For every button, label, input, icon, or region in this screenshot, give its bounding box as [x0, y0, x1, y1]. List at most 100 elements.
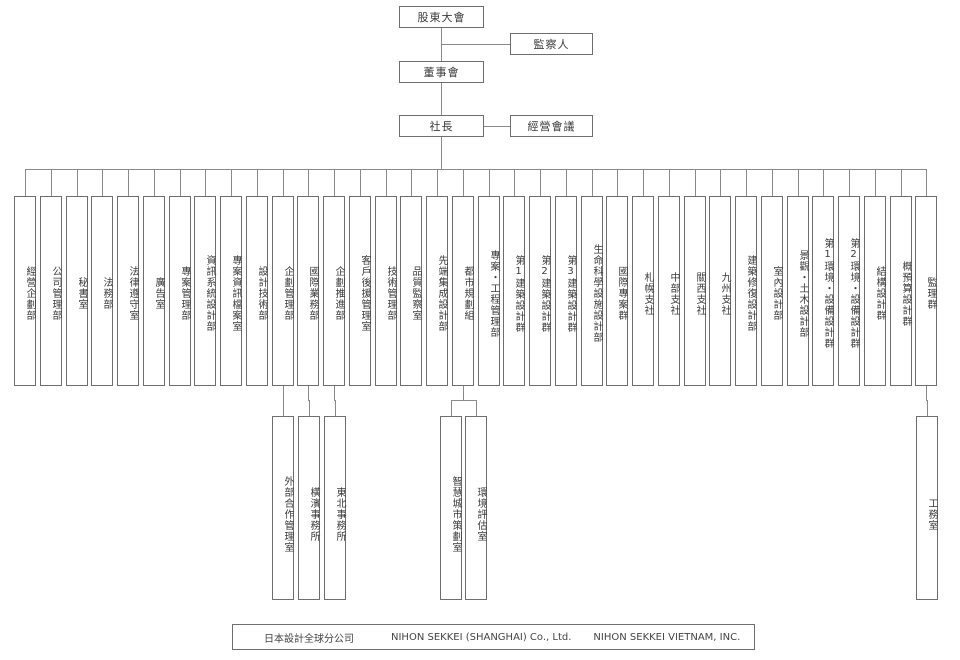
- department-box: 專案資訊檔案室: [220, 196, 242, 386]
- department-box: 企劃推進部: [323, 196, 345, 386]
- connector-line: [441, 44, 510, 45]
- sub-unit-label: 外部合作管理室: [282, 475, 293, 553]
- connector-line: [926, 386, 927, 400]
- connector-line: [463, 169, 464, 196]
- connector-line: [360, 169, 361, 196]
- connector-line: [463, 386, 464, 400]
- department-box: 第1建築設計群: [503, 196, 525, 386]
- department-box: 第1環境・設備設計群: [812, 196, 834, 386]
- department-label: 國際專案群: [616, 266, 627, 321]
- department-box: 客戶後援管理室: [349, 196, 371, 386]
- connector-line: [231, 169, 232, 196]
- connector-line: [489, 169, 490, 196]
- connector-line: [411, 169, 412, 196]
- department-label: 結構設計群: [874, 266, 885, 321]
- department-box: 專案・工程管理部: [478, 196, 500, 386]
- department-box: 國際業務部: [297, 196, 319, 386]
- connector-line: [309, 400, 310, 416]
- sub-unit-box: 外部合作管理室: [272, 416, 294, 600]
- shareholders-box: 股東大會: [399, 6, 484, 28]
- connector-line: [746, 169, 747, 196]
- department-box: 監理群: [915, 196, 937, 386]
- connector-line: [566, 169, 567, 196]
- connector-line: [441, 83, 442, 115]
- connector-line: [77, 169, 78, 196]
- connector-line: [484, 126, 510, 127]
- connector-line: [437, 169, 438, 196]
- connector-line: [540, 169, 541, 196]
- department-box: 第3建築設計群: [555, 196, 577, 386]
- connector-line: [257, 169, 258, 196]
- connector-line: [334, 169, 335, 196]
- department-label: 監理群: [925, 277, 936, 310]
- connector-line: [308, 386, 309, 400]
- department-label: 法律遵守室: [127, 266, 138, 321]
- department-label: 關西支社: [694, 271, 705, 316]
- connector-line: [927, 400, 928, 416]
- department-label: 企劃推進部: [333, 266, 344, 321]
- department-label: 法務部: [101, 277, 112, 310]
- department-label: 技術管理部: [385, 266, 396, 321]
- sub-unit-box: 環境評估室: [465, 416, 487, 600]
- department-bus-line: [25, 169, 927, 170]
- connector-line: [617, 169, 618, 196]
- department-box: 資訊系統設計部: [194, 196, 216, 386]
- connector-line: [128, 169, 129, 196]
- connector-line: [901, 169, 902, 196]
- department-label: 經營企劃部: [24, 266, 35, 321]
- department-box: 第2環境・設備設計群: [838, 196, 860, 386]
- department-box: 先端集成設計部: [426, 196, 448, 386]
- department-box: 廣告室: [143, 196, 165, 386]
- department-box: 設計技術部: [246, 196, 268, 386]
- department-label: 第1環境・設備設計群: [822, 238, 833, 349]
- department-box: 都市規劃組: [452, 196, 474, 386]
- department-label: 企劃管理部: [282, 266, 293, 321]
- department-box: 室內設計部: [761, 196, 783, 386]
- connector-line: [441, 137, 442, 169]
- president-label: 社長: [429, 120, 454, 133]
- connector-line: [798, 169, 799, 196]
- department-box: 企劃管理部: [272, 196, 294, 386]
- department-box: 國際專案群: [606, 196, 628, 386]
- department-label: 概預算設計群: [900, 260, 911, 327]
- connector-line: [283, 386, 284, 400]
- board-box: 董事會: [399, 61, 484, 83]
- connector-line: [720, 169, 721, 196]
- sub-unit-label: 工務室: [926, 497, 937, 531]
- department-label: 客戶後援管理室: [359, 255, 370, 332]
- connector-line: [669, 169, 670, 196]
- department-label: 都市規劃組: [462, 266, 473, 321]
- department-label: 秘書室: [76, 277, 87, 310]
- overseas-subsidiaries-box: 日本設計全球分公司 NIHON SEKKEI (SHANGHAI) Co., L…: [232, 624, 755, 650]
- department-label: 設計技術部: [256, 266, 267, 321]
- sub-unit-box: 工務室: [916, 416, 938, 600]
- department-label: 室內設計部: [771, 266, 782, 321]
- department-label: 建築修復設計部: [745, 255, 756, 332]
- sub-unit-box: 東北事務所: [324, 416, 346, 600]
- connector-line: [849, 169, 850, 196]
- department-label: 第2環境・設備設計群: [848, 238, 859, 349]
- connector-line: [51, 169, 52, 196]
- department-label: 生命科學設施設計部: [591, 244, 602, 343]
- department-box: 概預算設計群: [890, 196, 912, 386]
- connector-line: [334, 400, 335, 401]
- department-label: 專案資訊檔案室: [230, 255, 241, 332]
- department-box: 法律遵守室: [117, 196, 139, 386]
- sub-unit-label: 橫濱事務所: [308, 486, 319, 542]
- department-label: 先端集成設計部: [436, 255, 447, 332]
- connector-line: [180, 169, 181, 196]
- department-label: 品質監察室: [410, 266, 421, 321]
- connector-line: [514, 169, 515, 196]
- management-council-label: 經營會議: [527, 120, 576, 133]
- connector-line: [875, 169, 876, 196]
- connector-line: [772, 169, 773, 196]
- department-label: 景觀・土木設計部: [797, 249, 808, 338]
- department-label: 專案管理部: [179, 266, 190, 321]
- department-label: 公司管理部: [50, 266, 61, 321]
- connector-line: [205, 169, 206, 196]
- connector-line: [283, 400, 284, 416]
- connector-line: [335, 400, 336, 416]
- department-box: 專案管理部: [169, 196, 191, 386]
- department-box: 建築修復設計部: [735, 196, 757, 386]
